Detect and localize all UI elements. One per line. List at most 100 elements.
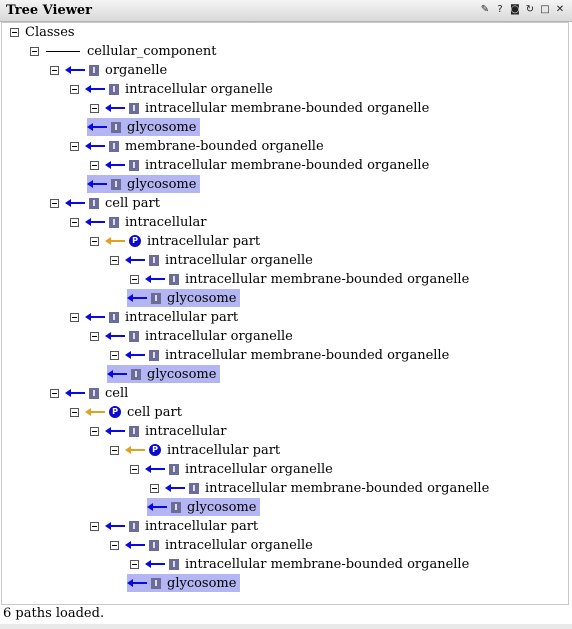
- close-icon[interactable]: ✕: [555, 4, 565, 15]
- tree-node-label[interactable]: cell: [105, 385, 129, 401]
- collapse-toggle-icon[interactable]: [110, 350, 119, 360]
- tree-node-label[interactable]: glycosome: [167, 290, 237, 306]
- tree-node-label[interactable]: intracellular membrane-bounded organelle: [145, 100, 430, 116]
- tree-node-label[interactable]: membrane-bounded organelle: [125, 138, 324, 154]
- tree-row[interactable]: cellular_component: [30, 42, 217, 60]
- tree-node-label[interactable]: intracellular part: [125, 309, 239, 325]
- class-badge-icon: I: [169, 558, 179, 570]
- collapse-toggle-icon[interactable]: [70, 141, 79, 151]
- tree-node-label[interactable]: Classes: [25, 24, 75, 40]
- class-badge-icon: I: [111, 121, 121, 133]
- tree-node-label[interactable]: cell part: [105, 195, 160, 211]
- collapse-toggle-icon[interactable]: [110, 255, 119, 265]
- collapse-toggle-icon[interactable]: [90, 160, 99, 170]
- tree-node-label[interactable]: intracellular organelle: [165, 252, 313, 268]
- is-a-arrow-icon: [85, 141, 105, 151]
- tree-node-label[interactable]: intracellular organelle: [185, 461, 333, 477]
- collapse-toggle-icon[interactable]: [130, 274, 139, 284]
- collapse-toggle-icon[interactable]: [90, 331, 99, 341]
- tree-row[interactable]: Classes: [10, 23, 75, 41]
- tree-node-label[interactable]: intracellular organelle: [125, 81, 273, 97]
- class-badge-icon: I: [109, 216, 119, 228]
- help-icon[interactable]: ?: [497, 4, 503, 15]
- tree-node-label[interactable]: intracellular membrane-bounded organelle: [185, 556, 470, 572]
- tree-node-label[interactable]: glycosome: [127, 119, 197, 135]
- collapse-toggle-icon[interactable]: [130, 559, 139, 569]
- tree-node-label[interactable]: glycosome: [187, 499, 257, 515]
- collapse-toggle-icon[interactable]: [110, 540, 119, 550]
- collapse-toggle-icon[interactable]: [90, 426, 99, 436]
- collapse-toggle-icon[interactable]: [150, 483, 159, 493]
- tree-node-label[interactable]: intracellular part: [147, 233, 261, 249]
- collapse-toggle-icon[interactable]: [90, 236, 99, 246]
- tree-node-label[interactable]: glycosome: [147, 366, 217, 382]
- tree-node-label[interactable]: cell part: [127, 404, 182, 420]
- camera-icon[interactable]: ◙: [510, 4, 520, 15]
- collapse-toggle-icon[interactable]: [130, 464, 139, 474]
- collapse-toggle-icon[interactable]: [30, 46, 39, 56]
- collapse-toggle-icon[interactable]: [10, 27, 19, 37]
- collapse-toggle-icon[interactable]: [50, 198, 59, 208]
- collapse-toggle-icon[interactable]: [70, 312, 79, 322]
- class-badge-icon: I: [109, 311, 119, 323]
- collapse-toggle-icon[interactable]: [90, 521, 99, 531]
- tree-node-label[interactable]: intracellular organelle: [165, 537, 313, 553]
- is-a-arrow-icon: [65, 198, 85, 208]
- refresh-icon[interactable]: ↻: [525, 4, 535, 15]
- tree-node-label[interactable]: glycosome: [127, 176, 197, 192]
- collapse-toggle-icon[interactable]: [90, 103, 99, 113]
- tree-node-label[interactable]: intracellular membrane-bounded organelle: [145, 157, 430, 173]
- tree-node-label[interactable]: cellular_component: [87, 43, 217, 59]
- collapse-toggle-icon[interactable]: [70, 407, 79, 417]
- maximize-icon[interactable]: □: [540, 4, 550, 15]
- tree-node-label[interactable]: intracellular: [125, 214, 207, 230]
- window-title: Tree Viewer: [6, 3, 93, 18]
- tree-node-label[interactable]: intracellular part: [167, 442, 281, 458]
- tree-node-label[interactable]: intracellular part: [145, 518, 259, 534]
- collapse-toggle-icon[interactable]: [70, 217, 79, 227]
- collapse-toggle-icon[interactable]: [50, 65, 59, 75]
- collapse-toggle-icon[interactable]: [110, 445, 119, 455]
- collapse-toggle-icon[interactable]: [70, 84, 79, 94]
- class-badge-icon: I: [149, 539, 159, 551]
- class-badge-icon: I: [129, 330, 139, 342]
- tree-node-label[interactable]: intracellular membrane-bounded organelle: [165, 347, 450, 363]
- tree-node-label[interactable]: organelle: [105, 62, 168, 78]
- tree-node-label[interactable]: glycosome: [167, 575, 237, 591]
- collapse-toggle-icon[interactable]: [50, 388, 59, 398]
- tree-node-label[interactable]: intracellular: [145, 423, 227, 439]
- tree-node-label[interactable]: intracellular organelle: [145, 328, 293, 344]
- tree-node-label[interactable]: intracellular membrane-bounded organelle: [205, 480, 490, 496]
- wrench-icon[interactable]: ✎: [480, 4, 490, 15]
- tree-node-label[interactable]: intracellular membrane-bounded organelle: [185, 271, 470, 287]
